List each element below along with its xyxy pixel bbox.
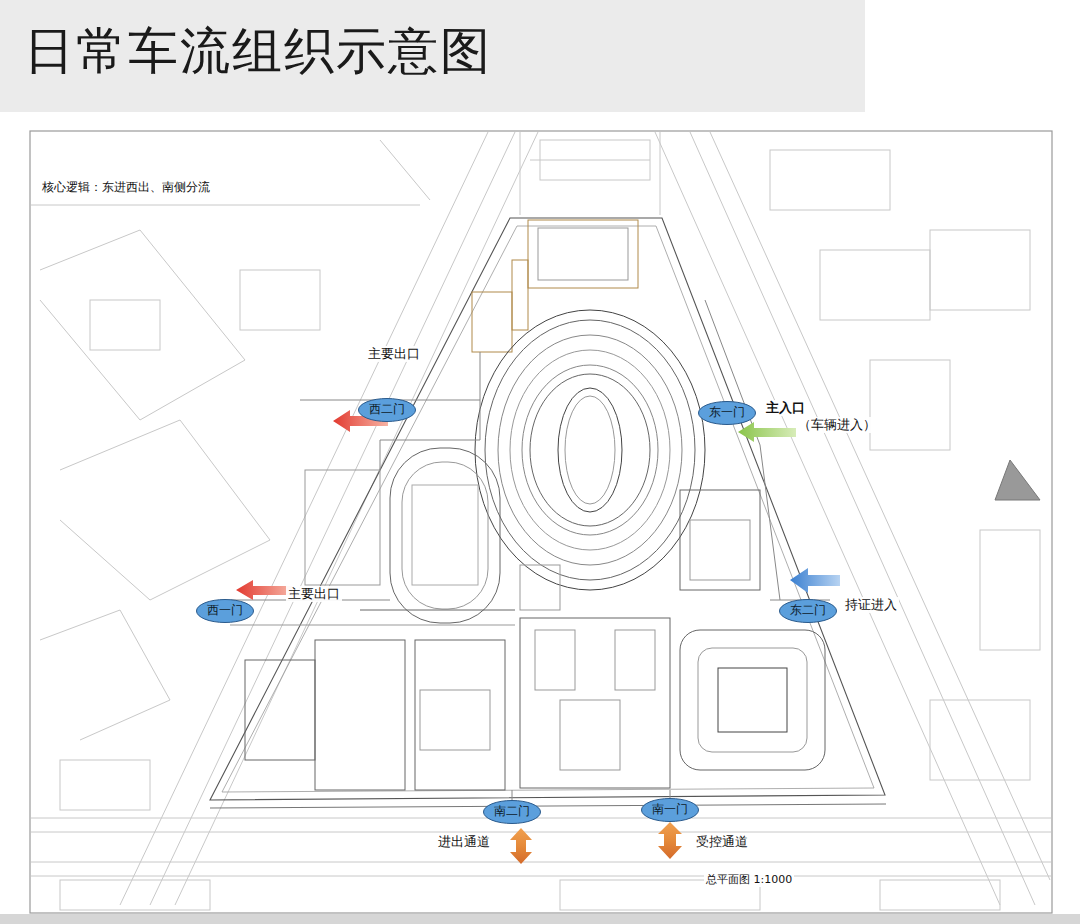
permit-arrow	[790, 568, 840, 593]
label-text: 主要出口	[288, 586, 340, 601]
site-boundary	[210, 218, 886, 808]
map-frame	[30, 131, 1052, 913]
map-label: 受控通道	[694, 834, 750, 850]
label-text: 核心逻辑：东进西出、南侧分流	[42, 180, 210, 194]
gate-ellipse: 东二门	[779, 599, 837, 623]
ellipse-shape	[359, 399, 416, 422]
ellipse-shape	[197, 600, 254, 623]
map-label: 主入口	[764, 400, 807, 416]
gate-name: 西一门	[196, 603, 254, 617]
bottom-strip	[0, 914, 1080, 924]
surrounding-roads	[31, 132, 1051, 910]
map-label: （车辆进入）	[796, 417, 878, 433]
map-label: 主要出口	[366, 346, 422, 362]
label-text: 受控通道	[696, 834, 748, 849]
gate-ellipse: 东一门	[698, 401, 756, 425]
map-label: 持证进入	[843, 597, 899, 613]
gate-ellipse: 西一门	[196, 599, 254, 623]
label-text: 主要出口	[368, 346, 420, 361]
map-label: 主要出口	[286, 586, 342, 602]
gate-name: 南一门	[641, 802, 699, 816]
gate-name: 西二门	[358, 402, 416, 416]
ellipse-shape	[699, 402, 756, 425]
label-text: 进出通道	[438, 834, 490, 849]
gate-ellipse: 南二门	[483, 800, 541, 824]
gate-name: 南二门	[483, 804, 541, 818]
map-label: 核心逻辑：东进西出、南侧分流	[40, 180, 212, 195]
ellipse-shape	[642, 799, 699, 822]
two-way-arrow	[658, 822, 682, 859]
ellipse-shape	[484, 801, 541, 824]
ellipse-shape	[780, 600, 837, 623]
map-label: 总平面图 1:1000	[704, 873, 794, 887]
label-text: 持证进入	[845, 597, 897, 612]
gate-name: 东一门	[698, 405, 756, 419]
two-way-arrow	[510, 828, 532, 864]
entry-arrow	[738, 422, 796, 442]
site-buildings	[230, 220, 830, 808]
gate-name: 东二门	[779, 603, 837, 617]
gate-ellipse: 西二门	[358, 398, 416, 422]
flow-arrows	[236, 410, 840, 864]
label-text: 主入口	[766, 400, 805, 415]
label-text: 总平面图 1:1000	[706, 873, 792, 886]
title-band	[0, 0, 865, 112]
title: 日常车流组织示意图	[24, 18, 492, 85]
label-text: （车辆进入）	[798, 417, 876, 432]
map-label: 进出通道	[436, 834, 492, 850]
exit-arrow	[236, 580, 292, 600]
gate-ellipse: 南一门	[641, 798, 699, 822]
